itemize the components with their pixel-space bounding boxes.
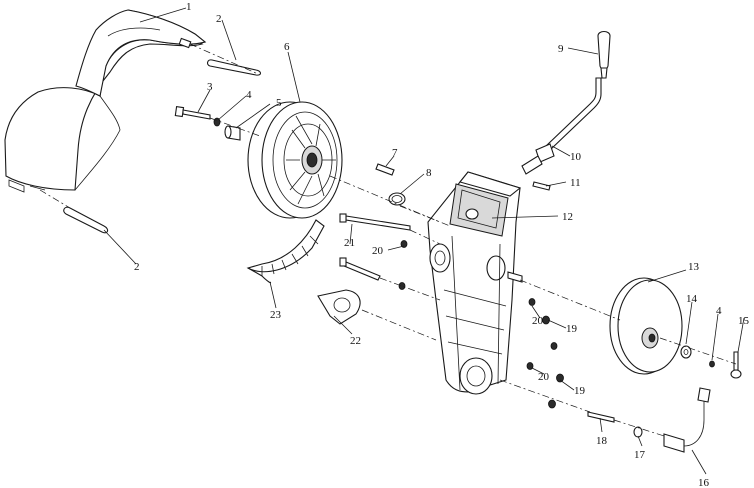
- belt-cover: [4, 9, 207, 193]
- callout-13: 13: [688, 261, 700, 273]
- callout-3: 3: [207, 81, 213, 93]
- callout-21: 21: [344, 237, 355, 249]
- callout-20-left: 20: [372, 245, 384, 257]
- callout-12: 12: [562, 211, 573, 223]
- callout-1: 1: [186, 1, 192, 13]
- callout-10: 10: [570, 151, 582, 163]
- speed-sensor: [663, 387, 711, 453]
- cover-clip-lower: [63, 206, 109, 234]
- callout-7: 7: [392, 147, 398, 159]
- gearbox-housing: [427, 171, 523, 395]
- callout-2-upper: 2: [216, 13, 222, 25]
- pulley-bolt: [174, 106, 211, 120]
- driven-disc: [609, 277, 683, 375]
- pin: [375, 163, 395, 176]
- callout-19-lower: 19: [574, 385, 586, 397]
- leader-lines: [103, 7, 745, 475]
- callout-20-lower: 20: [538, 371, 550, 383]
- callout-19-upper: 19: [566, 323, 578, 335]
- callouts: 1 2 2 3 4 4 5 6 7 8 9 10 11 12 13 14 15 …: [134, 1, 750, 488]
- callout-2-lower: 2: [134, 261, 140, 273]
- assembly-axes: [39, 43, 737, 437]
- sensor-washer: [633, 426, 643, 438]
- drive-belt: [246, 219, 325, 284]
- nuts-and-washers: [398, 240, 564, 409]
- callout-11: 11: [570, 177, 581, 189]
- callout-8: 8: [426, 167, 432, 179]
- callout-16: 16: [698, 477, 710, 488]
- washer-right-small: [709, 360, 715, 368]
- shift-lever: [521, 77, 602, 175]
- callout-4-right: 4: [716, 305, 722, 317]
- callout-4-left: 4: [246, 89, 252, 101]
- spacer-bushing: [224, 125, 241, 141]
- callout-22: 22: [350, 335, 361, 347]
- roll-pin: [532, 181, 551, 191]
- callout-23: 23: [270, 309, 282, 321]
- callout-9: 9: [558, 43, 564, 55]
- o-ring: [388, 192, 406, 206]
- drive-pulley: [247, 101, 343, 219]
- gasket: [317, 289, 361, 325]
- callout-15: 15: [738, 315, 750, 327]
- disc-bolt: [730, 351, 742, 379]
- callout-6: 6: [284, 41, 290, 53]
- callout-14: 14: [686, 293, 698, 305]
- callout-5: 5: [276, 97, 282, 109]
- stud-screw: [587, 411, 615, 423]
- callout-18: 18: [596, 435, 608, 447]
- washer-right: [680, 345, 692, 359]
- cover-clip-upper: [207, 59, 262, 76]
- callout-17: 17: [634, 449, 646, 461]
- shift-knob: [597, 30, 611, 79]
- long-bolts: [339, 213, 411, 281]
- callout-20-mid: 20: [532, 315, 544, 327]
